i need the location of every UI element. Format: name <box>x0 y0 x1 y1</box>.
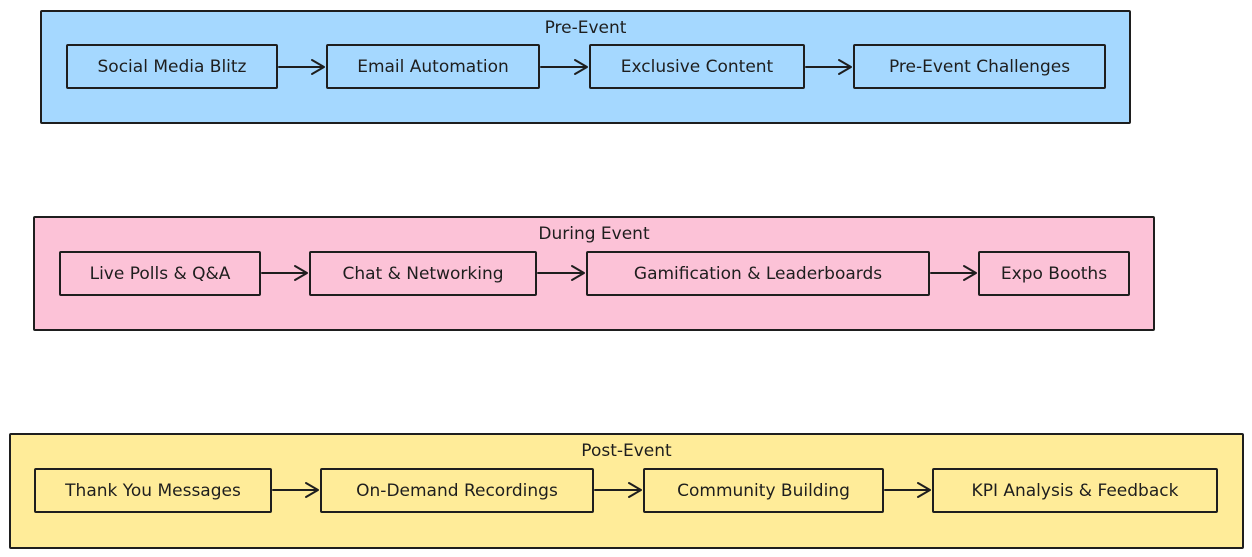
group-title-post-event: Post-Event <box>581 441 672 461</box>
step-live-polls-qa[interactable]: Live Polls & Q&A <box>59 251 261 296</box>
group-pre-event: Pre-Event <box>40 10 1131 124</box>
step-social-media-blitz[interactable]: Social Media Blitz <box>66 44 278 89</box>
step-community-building[interactable]: Community Building <box>643 468 884 513</box>
step-pre-event-challenges[interactable]: Pre-Event Challenges <box>853 44 1106 89</box>
step-gamification-leaderboards[interactable]: Gamification & Leaderboards <box>586 251 930 296</box>
group-title-during-event: During Event <box>538 224 650 244</box>
step-on-demand-recordings[interactable]: On-Demand Recordings <box>320 468 594 513</box>
group-title-pre-event: Pre-Event <box>544 18 627 38</box>
step-chat-networking[interactable]: Chat & Networking <box>309 251 537 296</box>
step-expo-booths[interactable]: Expo Booths <box>978 251 1130 296</box>
step-thank-you-messages[interactable]: Thank You Messages <box>34 468 272 513</box>
step-email-automation[interactable]: Email Automation <box>326 44 540 89</box>
step-exclusive-content[interactable]: Exclusive Content <box>589 44 805 89</box>
step-kpi-analysis-feedback[interactable]: KPI Analysis & Feedback <box>932 468 1218 513</box>
